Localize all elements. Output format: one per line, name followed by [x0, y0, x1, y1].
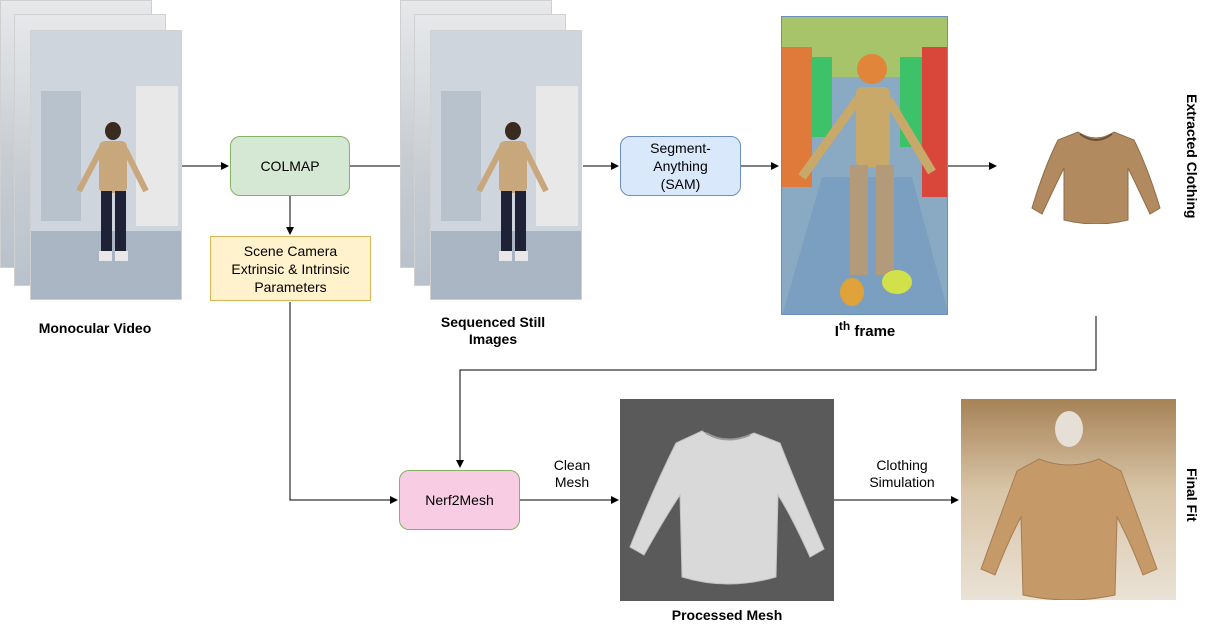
stills-frame-front [430, 30, 582, 300]
processed-mesh-image [620, 399, 834, 601]
final-fit-image [961, 399, 1176, 600]
person-standing-image [431, 31, 582, 300]
segmented-frame-image [781, 16, 948, 315]
video-frame-front [30, 30, 182, 300]
mesh-sweater-icon [620, 399, 834, 601]
colmap-label: COLMAP [260, 157, 319, 175]
avatar-with-sweater-image [961, 399, 1176, 600]
segmentation-overlay-image [782, 17, 948, 315]
caption-ith-frame: Ith frame [800, 318, 930, 340]
ith-frame-superscript: th [839, 319, 850, 333]
caption-processed-mesh: Processed Mesh [652, 607, 802, 624]
extracted-clothing-image [1030, 128, 1162, 224]
sweater-icon [1030, 128, 1162, 224]
caption-sequenced-still-images: Sequenced Still Images [418, 314, 568, 348]
arrow-camera-to-nerf2mesh [290, 302, 397, 500]
caption-monocular-video: Monocular Video [20, 320, 170, 337]
caption-final-fit: Final Fit [1184, 468, 1200, 538]
sam-label: Segment- Anything (SAM) [650, 139, 711, 193]
person-standing-image [31, 31, 182, 300]
sam-node[interactable]: Segment- Anything (SAM) [620, 136, 741, 196]
edge-label-clean-mesh: Clean Mesh [540, 457, 604, 491]
nerf2mesh-label: Nerf2Mesh [425, 491, 493, 509]
caption-extracted-clothing: Extracted Clothing [1184, 94, 1200, 244]
camera-params-node[interactable]: Scene Camera Extrinsic & Intrinsic Param… [210, 236, 371, 301]
colmap-node[interactable]: COLMAP [230, 136, 350, 196]
camera-params-label: Scene Camera Extrinsic & Intrinsic Param… [231, 242, 349, 296]
nerf2mesh-node[interactable]: Nerf2Mesh [399, 470, 520, 530]
ith-frame-suffix: frame [850, 323, 895, 340]
edge-label-clothing-simulation: Clothing Simulation [852, 457, 952, 491]
